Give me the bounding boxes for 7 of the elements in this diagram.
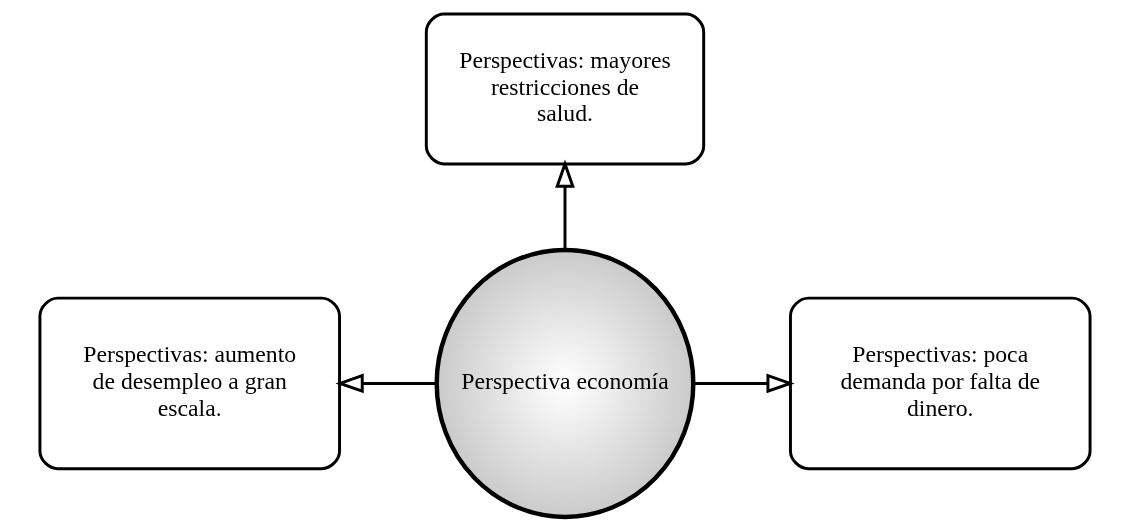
node-circle: Perspectiva economía: [434, 247, 696, 520]
arrow: [694, 373, 795, 394]
arrow: [335, 373, 437, 394]
node-box: Perspectivas: aumento de desempleo a gran escala.: [38, 296, 342, 471]
node-box: Perspectivas: mayores restricciones de salud.: [424, 12, 706, 166]
arrow: [555, 159, 575, 250]
node-box: Perspectivas: poca demanda por falta de dinero.: [788, 296, 1092, 471]
